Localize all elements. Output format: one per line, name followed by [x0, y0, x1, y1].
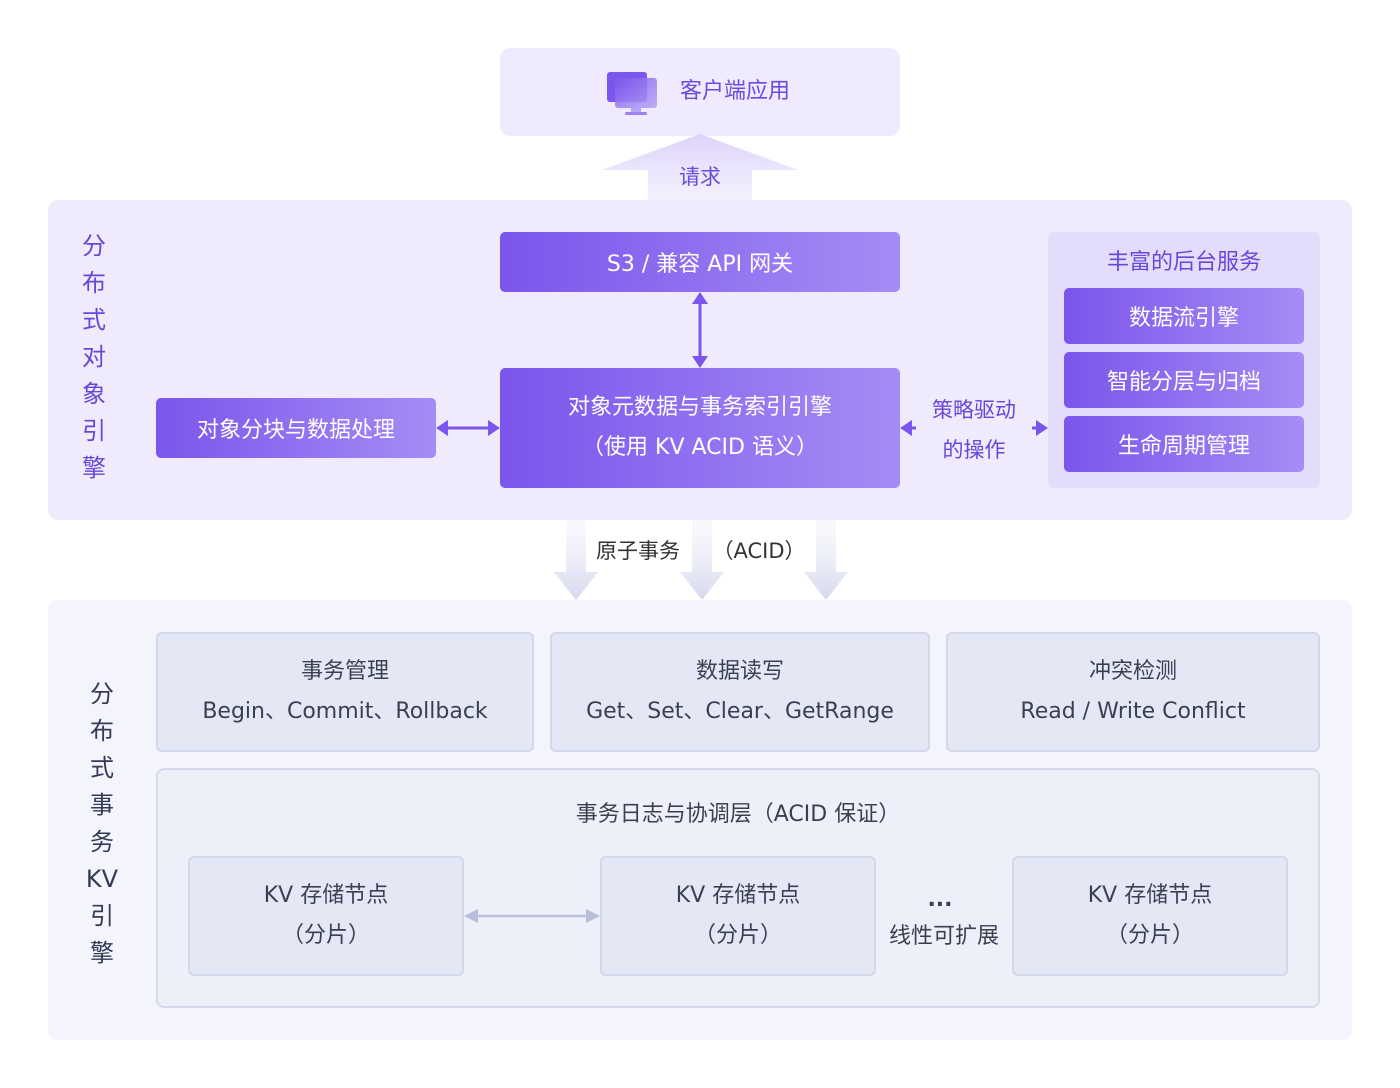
kv-storage-node: KV 存储节点 （分片）: [1012, 856, 1288, 976]
policy-label: 策略驱动 的操作: [916, 390, 1032, 470]
service-lifecycle: 生命周期管理: [1064, 416, 1304, 472]
request-label: 请求: [679, 165, 721, 189]
card-detail: Read / Write Conflict: [1020, 699, 1246, 724]
object-engine-vertical-label: 分 布 式 对 象 引 擎: [82, 232, 106, 482]
chunk-metadata-arrow: [436, 420, 500, 436]
metadata-engine-title: 对象元数据与事务索引引擎: [567, 395, 832, 420]
node-link-arrow: [464, 909, 600, 923]
card-detail: Get、Set、Clear、GetRange: [586, 699, 894, 724]
background-services-title: 丰富的后台服务: [1106, 250, 1261, 275]
service-data-stream-engine: 数据流引擎: [1064, 288, 1304, 344]
card-title: 冲突检测: [1088, 659, 1177, 684]
ellipsis: ...: [927, 886, 953, 912]
atomic-transaction-label: 原子事务: [586, 530, 690, 570]
card-title: 事务管理: [300, 659, 389, 684]
client-app-label: 客户端应用: [680, 79, 791, 104]
service-smart-tiering: 智能分层与归档: [1064, 352, 1304, 408]
acid-arrows: [554, 520, 848, 600]
gateway-metadata-arrow: [692, 292, 708, 368]
metadata-engine-box: 对象元数据与事务索引引擎 （使用 KV ACID 语义）: [500, 368, 900, 488]
api-gateway-box: S3 / 兼容 API 网关: [500, 232, 900, 292]
metadata-engine-subtitle: （使用 KV ACID 语义）: [582, 435, 818, 460]
acid-label: （ACID）: [712, 530, 806, 570]
client-app-box: [500, 48, 900, 136]
conflict-detection-card: 冲突检测 Read / Write Conflict: [946, 632, 1320, 752]
chunking-box: 对象分块与数据处理: [156, 398, 436, 458]
transaction-management-card: 事务管理 Begin、Commit、Rollback: [156, 632, 534, 752]
card-detail: Begin、Commit、Rollback: [202, 699, 488, 724]
card-title: 数据读写: [695, 659, 784, 684]
data-read-write-card: 数据读写 Get、Set、Clear、GetRange: [550, 632, 930, 752]
transaction-log-title: 事务日志与协调层（ACID 保证）: [575, 802, 901, 827]
kv-storage-node: KV 存储节点 （分片）: [188, 856, 464, 976]
linear-scale-label: 线性可扩展: [888, 924, 999, 949]
kv-engine-vertical-label: 分 布 式 事 务 KV 引 擎: [85, 680, 119, 967]
kv-storage-node: KV 存储节点 （分片）: [600, 856, 876, 976]
monitor-icon: [607, 72, 657, 115]
